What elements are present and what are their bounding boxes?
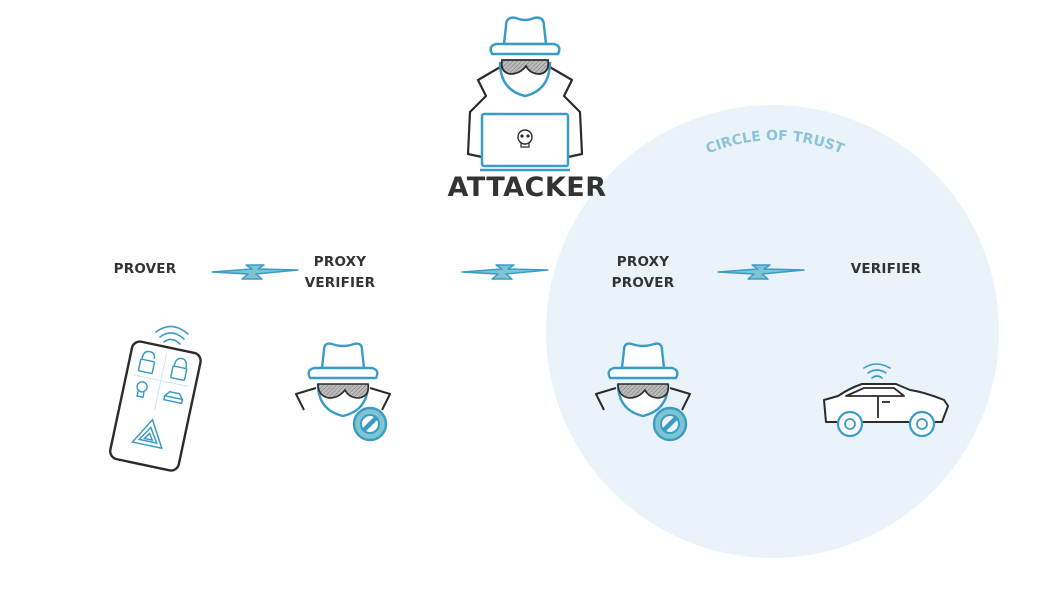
attacker-icon xyxy=(466,16,584,172)
circle-of-trust-label: CIRCLE OF TRUST xyxy=(704,128,847,158)
attacker-label: ATTACKER xyxy=(447,172,607,203)
node-label-proxy-prover: PROXY PROVER xyxy=(611,254,675,291)
lightning-icon xyxy=(717,264,805,280)
node-label-verifier: VERIFIER xyxy=(850,261,922,277)
node-label-proxy-verifier: PROXY VERIFIER xyxy=(304,254,376,291)
key-fob-icon xyxy=(108,325,202,472)
car-icon xyxy=(823,363,949,438)
lightning-icon xyxy=(461,264,549,280)
circle-of-trust xyxy=(546,105,999,558)
svg-text:CIRCLE OF TRUST: CIRCLE OF TRUST xyxy=(704,128,847,158)
spy-blocked-icon xyxy=(295,342,391,442)
spy-blocked-icon xyxy=(595,342,691,442)
lightning-icon xyxy=(211,264,299,280)
node-label-prover: PROVER xyxy=(113,261,177,277)
